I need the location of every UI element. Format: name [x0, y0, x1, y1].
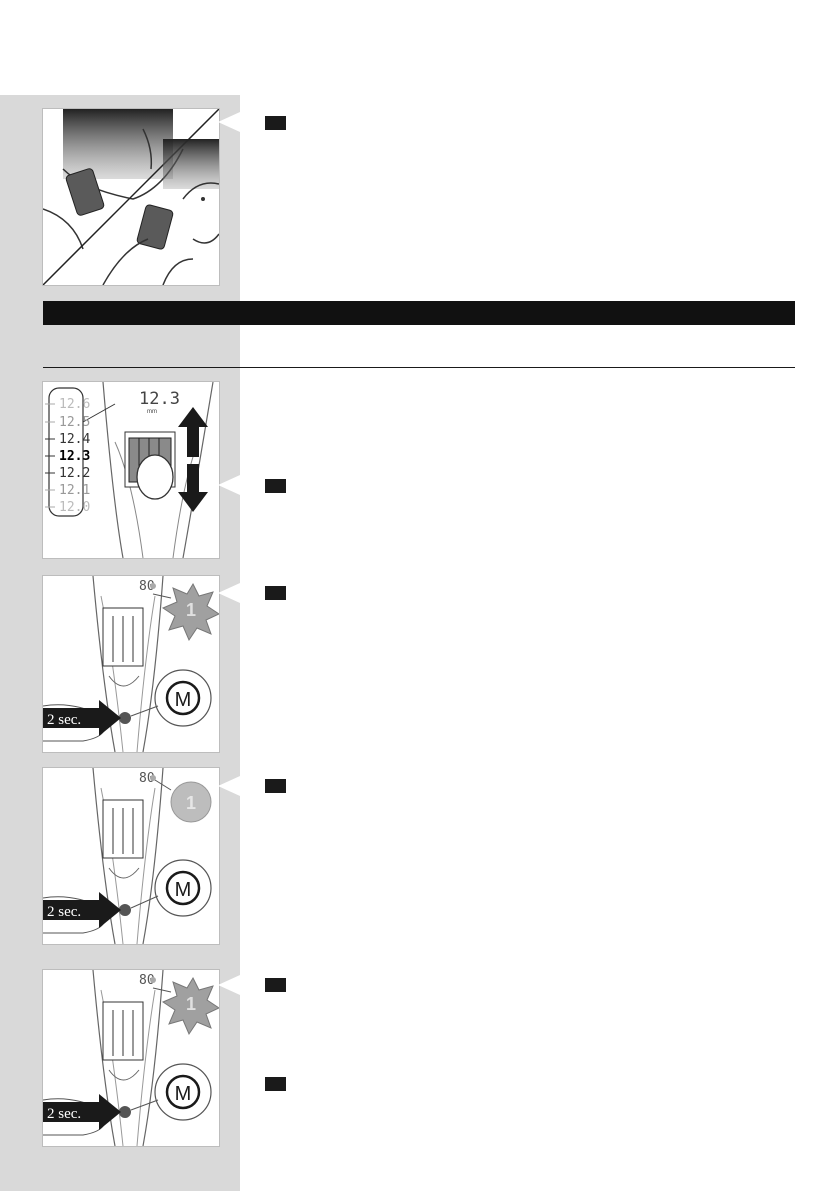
hold-label: 2 sec. — [47, 712, 81, 728]
badge-number: 1 — [186, 793, 196, 813]
step-bullet-3 — [265, 586, 286, 600]
scale-value-3: 12.4 — [59, 432, 90, 447]
scale-value-6: 12.1 — [59, 483, 90, 498]
hold-label: 2 sec. — [47, 904, 81, 920]
memory-illustration-2: 1 80 M 2 sec. — [43, 768, 212, 944]
display-readout: 80 — [139, 579, 155, 594]
mode-button-label: M — [175, 1083, 192, 1105]
callout-pointer-3 — [218, 583, 240, 603]
section-rule — [43, 367, 795, 368]
step-bullet-4 — [265, 779, 286, 793]
figure-neck-trim — [42, 108, 220, 286]
display-length-value: 12.3 — [139, 389, 180, 409]
figure-memory-3: 1 80 M 2 sec. — [42, 969, 220, 1147]
callout-pointer-2 — [218, 475, 240, 495]
section-header-bar — [43, 301, 795, 325]
step-bullet-6 — [265, 1077, 286, 1091]
scale-value-1: 12.6 — [59, 397, 90, 412]
callout-pointer-4 — [218, 776, 240, 796]
callout-pointer-5 — [218, 975, 240, 995]
callout-pointer-1 — [218, 112, 240, 132]
badge-number: 1 — [186, 600, 196, 620]
hold-label: 2 sec. — [47, 1106, 81, 1122]
mode-button-label: M — [175, 689, 192, 711]
display-readout: 80 — [139, 973, 155, 988]
scale-value-2: 12.5 — [59, 415, 90, 430]
figure-memory-1: 1 80 M 2 sec. — [42, 575, 220, 753]
figure-memory-2: 1 80 M 2 sec. — [42, 767, 220, 945]
display-readout: 80 — [139, 771, 155, 786]
length-scale-ticks — [45, 403, 55, 508]
memory-illustration-1: 1 80 M 2 sec. — [43, 576, 219, 752]
scale-value-4: 12.3 — [59, 449, 90, 464]
step-bullet-2 — [265, 479, 286, 493]
figure-length-setting: 12.6 12.5 12.4 12.3 12.2 12.1 12.0 12.3 … — [42, 381, 220, 559]
step-bullet-1 — [265, 116, 286, 130]
scale-value-5: 12.2 — [59, 466, 90, 481]
length-setting-illustration: 12.6 12.5 12.4 12.3 12.2 12.1 12.0 12.3 … — [45, 382, 214, 558]
badge-number: 1 — [186, 994, 196, 1014]
display-length-unit: mm — [147, 409, 157, 415]
mode-button-label: M — [175, 879, 192, 901]
memory-illustration-3: 1 80 M 2 sec. — [43, 970, 219, 1146]
step-bullet-5 — [265, 978, 286, 992]
neck-trim-illustration — [43, 109, 219, 285]
scale-value-7: 12.0 — [59, 500, 90, 515]
